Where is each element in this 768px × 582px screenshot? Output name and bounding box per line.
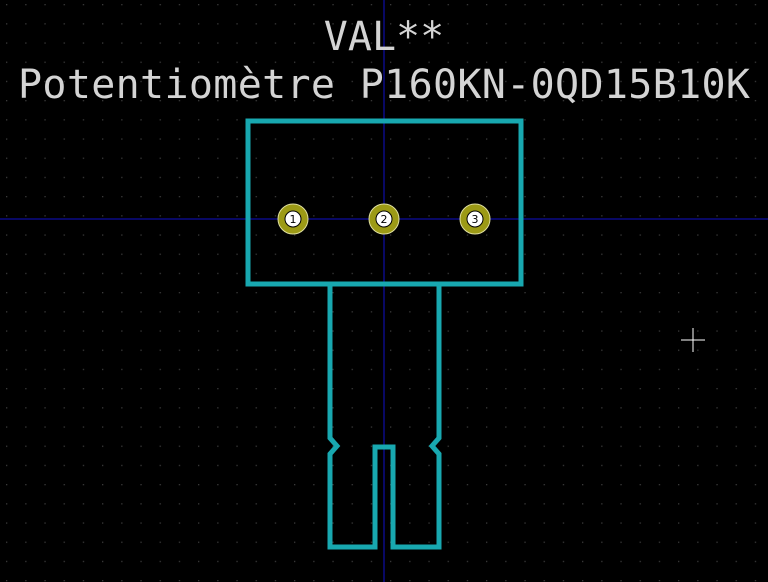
value-label[interactable]: VAL**	[324, 14, 444, 60]
pad-2-hole	[375, 210, 393, 228]
pad-1-number: 1	[290, 213, 297, 226]
pad-3-hole	[466, 210, 484, 228]
crosshair-cursor-icon	[681, 328, 705, 352]
pad-2[interactable]: 2	[368, 203, 400, 235]
potentiometer-body-outline[interactable]	[245, 118, 524, 287]
pad-1[interactable]: 1	[277, 203, 309, 235]
potentiometer-shaft-outline[interactable]	[327, 284, 442, 550]
reference-label[interactable]: Potentiomètre P160KN-0QD15B10K	[18, 62, 750, 108]
pad-3[interactable]: 3	[459, 203, 491, 235]
pad-1-hole	[284, 210, 302, 228]
pad-3-number: 3	[472, 213, 479, 226]
pad-2-number: 2	[381, 213, 388, 226]
